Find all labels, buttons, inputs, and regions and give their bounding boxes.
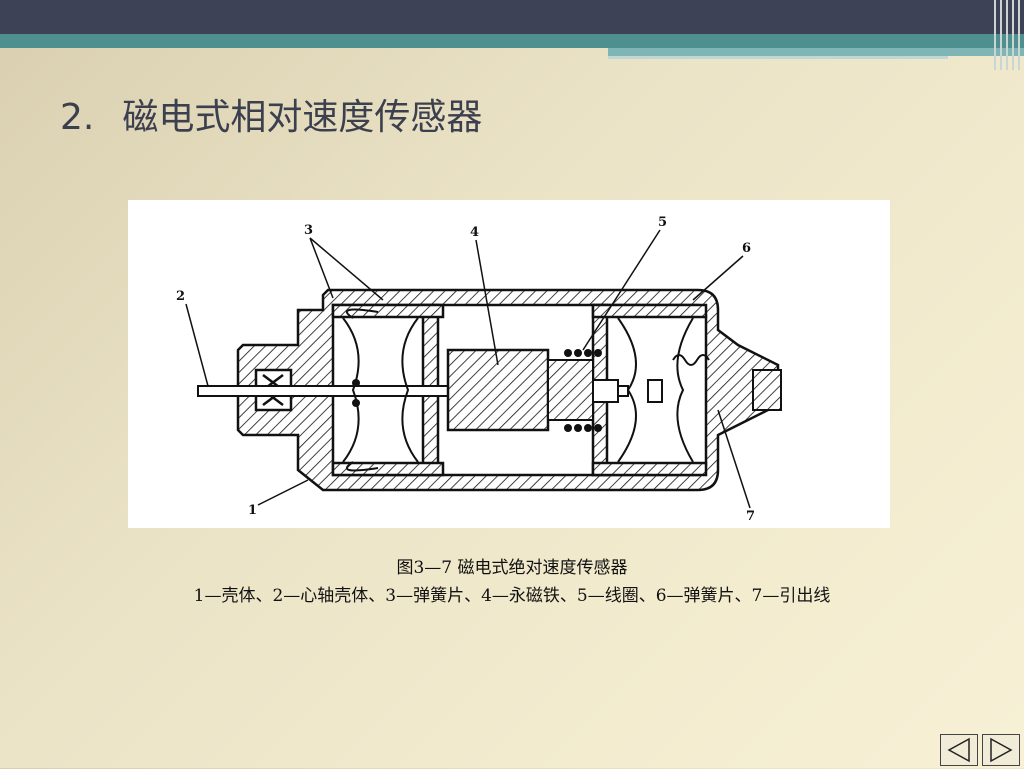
figure-caption: 图3—7 磁电式绝对速度传感器 [396, 558, 628, 578]
triangle-right-icon [990, 737, 1013, 763]
label-4: 4 [470, 225, 479, 240]
label-5: 5 [658, 215, 667, 230]
header-accent-line [608, 56, 948, 59]
label-3: 3 [304, 223, 313, 238]
magnet-pole [547, 359, 594, 421]
previous-slide-button[interactable] [940, 734, 978, 766]
next-slide-button[interactable] [982, 734, 1020, 766]
legend-caption: 1—壳体、2—心轴壳体、3—弹簧片、4—永磁铁、5—线圈、6—弹簧片、7—引出线 [193, 586, 831, 606]
output-connector [647, 369, 782, 411]
header-bar [0, 0, 1024, 34]
spring-leaves-left [342, 308, 419, 472]
sensor-cross-section: 2 3 4 5 6 1 7 [176, 215, 782, 524]
label-6: 6 [742, 241, 751, 256]
label-2: 2 [176, 289, 185, 304]
triangle-left-icon [947, 737, 970, 763]
header-stripes [990, 0, 1024, 70]
sensor-diagram: 2 3 4 5 6 1 7 [128, 200, 890, 528]
leader-lines [185, 229, 751, 509]
slide-title-text: 磁电式相对速度传感器 [122, 97, 483, 138]
coil-windings [352, 349, 602, 432]
label-1: 1 [248, 503, 257, 518]
slide-title-number: 2. [60, 97, 95, 138]
label-7: 7 [746, 509, 755, 524]
spring-leaves-right [617, 317, 710, 463]
slide-title: 2. 磁电式相对速度传感器 [60, 88, 482, 140]
header-accent-band [0, 34, 1024, 48]
header-accent-band-light [608, 48, 1024, 56]
